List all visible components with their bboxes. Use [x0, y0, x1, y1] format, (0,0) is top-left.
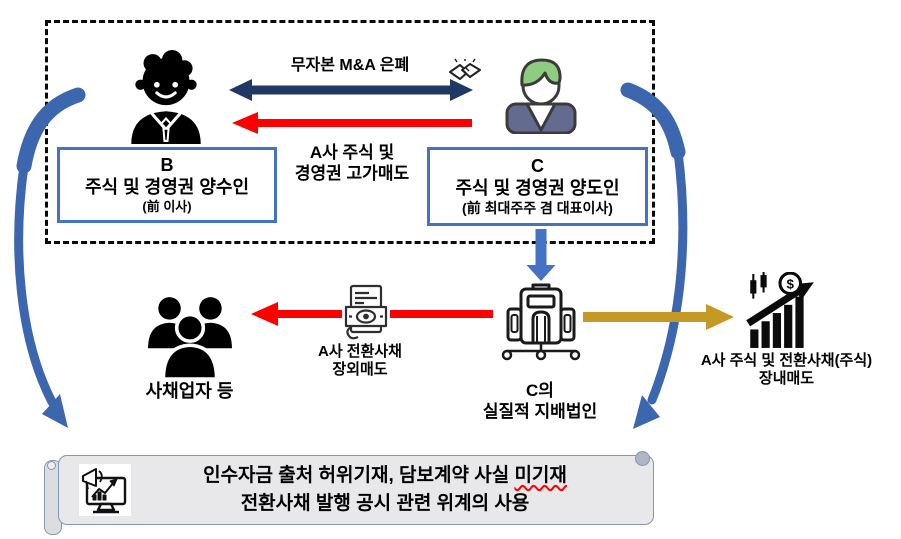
seller-box-title: C [531, 156, 544, 176]
spc-label-line1: C의 [526, 381, 554, 400]
seller-box-note: (前 최대주주 겸 대표이사) [462, 199, 613, 216]
banner-line1: 인수자금 출처 허위기재, 담보계약 사실 미기재 [131, 462, 639, 490]
market-sale-label-line1: A사 주식 및 전환사채(주식) [700, 352, 873, 369]
otc-sale-label: A사 전환사채 장외매도 [285, 343, 435, 380]
market-sale-label: A사 주식 및 전환사채(주식) 장내매도 [672, 352, 901, 389]
briefcase-orgchart-icon [501, 283, 581, 361]
banner-body: 인수자금 출처 허위기재, 담보계약 사실 미기재 전환사채 발행 공시 관련 … [58, 451, 654, 525]
people-group-icon [148, 297, 232, 379]
otc-sale-label-line2: 장외매도 [332, 361, 388, 379]
bond-contract-money-icon [342, 283, 390, 341]
green-hair-person-icon [505, 58, 577, 134]
businessman-icon [131, 50, 201, 144]
banner-corner-curl [635, 451, 650, 466]
buyer-box-note: (前 이사) [142, 199, 192, 215]
svg-text:$: $ [787, 276, 795, 291]
banner-line1-misspelled: 미기재 [514, 465, 567, 487]
banner-icon-box [79, 464, 131, 516]
sale-arrow-label-line1: A사 주식 및 [309, 143, 395, 162]
monitor-announcement-icon [82, 468, 127, 514]
banner-line1-prefix: 인수자금 출처 허위기재, 담보계약 사실 [203, 465, 515, 487]
seller-box-subtitle: 주식 및 경영권 양도인 [455, 177, 620, 198]
banner-text: 인수자금 출처 허위기재, 담보계약 사실 미기재 전환사채 발행 공시 관련 … [131, 462, 639, 517]
otc-sale-label-line1: A사 전환사채 [317, 343, 402, 360]
conclusion-banner: 인수자금 출처 허위기재, 담보계약 사실 미기재 전환사채 발행 공시 관련 … [43, 451, 654, 537]
buyer-box-subtitle: 주식 및 경영권 양수인 [84, 177, 250, 198]
banner-line2: 전환사채 발행 공시 관련 위계의 사용 [240, 493, 530, 514]
buyer-box-title: B [160, 155, 174, 176]
sale-arrow-label: A사 주식 및 경영권 고가매도 [277, 143, 427, 184]
buyer-box: B 주식 및 경영권 양수인 (前 이사) [57, 147, 277, 223]
market-sale-label-line2: 장내매도 [758, 370, 815, 388]
handshake-icon [449, 58, 481, 80]
lenders-label: 사채업자 등 [145, 381, 234, 401]
spc-label-line2: 실질적 지배법인 [482, 401, 598, 421]
spc-label: C의 실질적 지배법인 [455, 381, 625, 422]
ma-arrow-label: 무자본 M&A 은폐 [290, 57, 410, 74]
stock-chart-dollar-icon: $ [746, 272, 814, 348]
sale-arrow-label-line2: 경영권 고가매도 [294, 163, 410, 183]
seller-box: C 주식 및 경영권 양도인 (前 최대주주 겸 대표이사) [427, 147, 648, 226]
market-sale-arrow [583, 304, 734, 330]
